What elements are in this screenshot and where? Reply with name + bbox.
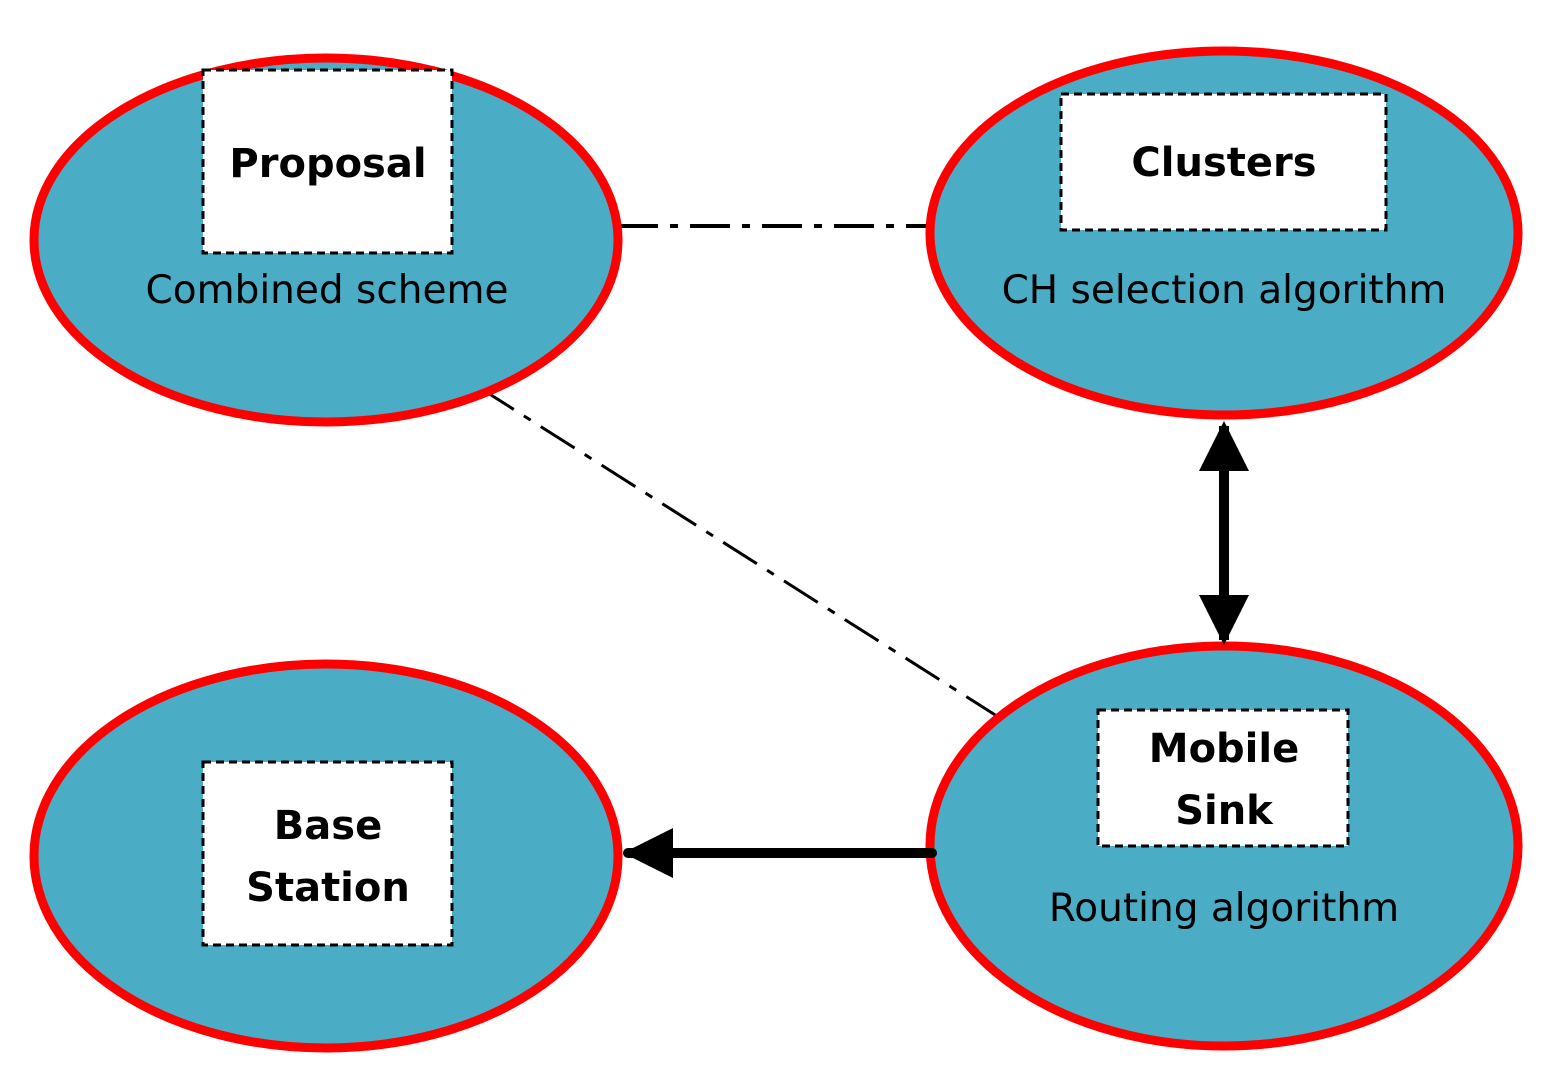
clusters-subtitle: CH selection algorithm (1002, 268, 1447, 313)
mobile-sink-box (1096, 708, 1350, 848)
proposal-title: Proposal (229, 141, 426, 187)
clusters-box (1059, 92, 1388, 232)
node-proposal: Proposal Combined scheme (29, 53, 623, 427)
edge-proposal-mobile-sink (479, 386, 1001, 720)
node-mobile-sink: Mobile Sink Routing algorithm (925, 641, 1523, 1051)
base-station-box (201, 760, 454, 947)
node-base-station: Base Station (29, 659, 623, 1053)
mobile-sink-subtitle: Routing algorithm (1049, 886, 1399, 931)
node-clusters: Clusters CH selection algorithm (925, 46, 1523, 420)
mobile-sink-title-line1: Mobile (1149, 726, 1299, 772)
base-station-title-line2: Station (246, 865, 410, 911)
proposal-subtitle: Combined scheme (146, 268, 509, 313)
proposal-box (201, 68, 454, 255)
base-station-title-line1: Base (274, 803, 382, 849)
mobile-sink-title-line2: Sink (1175, 788, 1274, 834)
clusters-title: Clusters (1131, 140, 1316, 186)
